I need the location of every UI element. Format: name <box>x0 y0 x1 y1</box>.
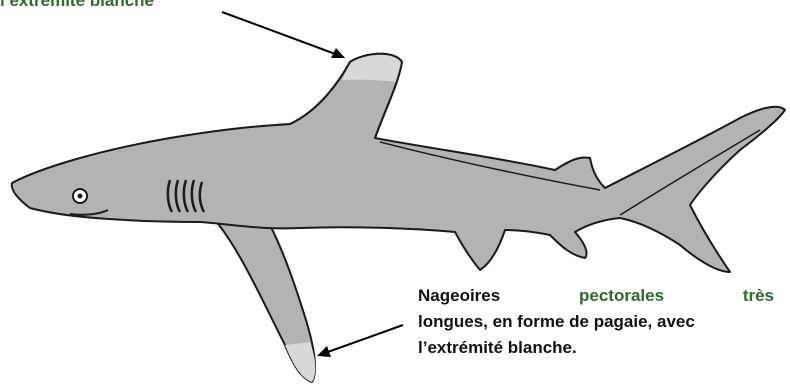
pectoral-fin-white-tip <box>285 342 315 382</box>
dorsal-fin-white-tip <box>342 54 402 82</box>
caption-line-2: longues, en forme de pagaie, avec <box>418 309 774 335</box>
arrow-to-dorsal-fin <box>222 12 345 58</box>
dorsal-fin-caption: l’extrémité blanche <box>0 0 154 11</box>
pectoral-fin-caption: Nageoires pectorales très longues, en fo… <box>418 283 774 361</box>
caption-line-3: l’extrémité blanche. <box>418 335 774 361</box>
caption-word-nageoires: Nageoires <box>418 286 500 305</box>
shark-body <box>12 54 785 272</box>
caption-word-tres: très <box>743 286 774 305</box>
caption-word-pectorales: pectorales <box>579 286 664 305</box>
arrow-to-pectoral-fin <box>317 325 403 357</box>
